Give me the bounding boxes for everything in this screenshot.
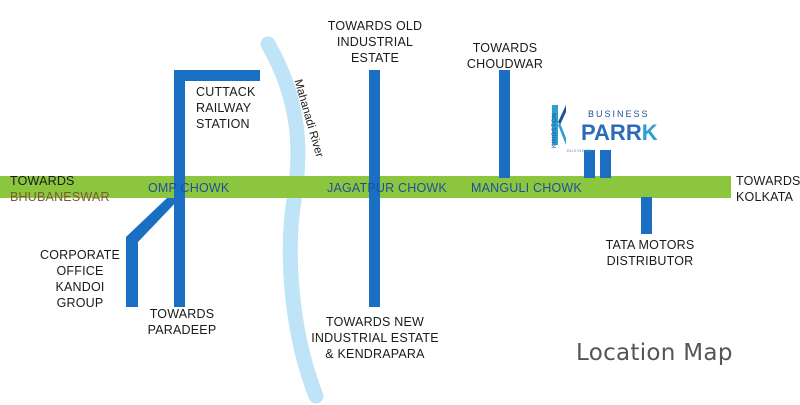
logo-kingston-text: KINGSTON [552, 112, 558, 148]
road-jagatpur-vertical [369, 70, 380, 307]
road-business-park-2 [600, 150, 611, 178]
label-choudwar: TOWARDS CHOUDWAR [466, 41, 544, 71]
road-choudwar [499, 70, 510, 178]
kingston-business-parrk-logo: KINGSTON BUSINESS PARRK BUSINESS [551, 104, 658, 162]
mahanadi-river [260, 36, 324, 404]
road-tata-motors [641, 197, 652, 234]
map-title: Location Map [576, 340, 733, 366]
chowk-label-jagatpur: JAGATPUR CHOWK [327, 181, 447, 195]
label-towards-bhubaneswar: TOWARDS BHUBANESWAR [10, 173, 110, 205]
logo-subtext: BUSINESS [567, 148, 592, 153]
road-cuttack-station [174, 70, 260, 81]
logo-parrk-text: PARRK [581, 120, 658, 146]
chowk-label-omp: OMP CHOWK [148, 181, 230, 195]
logo-k-mark-icon [552, 105, 566, 145]
label-cuttack-station: CUTTACK RAILWAY STATION [196, 85, 256, 131]
label-towards-kolkata: TOWARDS KOLKATA [736, 174, 800, 204]
label-new-industrial: TOWARDS NEW INDUSTRIAL ESTATE & KENDRAPA… [311, 315, 439, 361]
label-old-industrial: TOWARDS OLD INDUSTRIAL ESTATE [327, 19, 423, 65]
logo-parrk-main: PARR [581, 120, 642, 145]
road-business-park-1 [584, 150, 595, 178]
logo-parrk-end: K [641, 120, 658, 145]
logo-business-text: BUSINESS [588, 109, 650, 119]
label-paradeep: TOWARDS PARADEEP [147, 307, 217, 337]
road-corporate-office [126, 198, 180, 307]
label-corporate-office: CORPORATE OFFICE KANDOI GROUP [39, 248, 121, 310]
label-tata-motors: TATA MOTORS DISTRIBUTOR [605, 238, 695, 268]
road-omp-vertical [174, 70, 185, 307]
chowk-label-manguli: MANGULI CHOWK [471, 181, 582, 195]
label-towards-bhubaneswar-line2: BHUBANESWAR [10, 190, 110, 204]
label-towards-bhubaneswar-line1: TOWARDS [10, 174, 75, 188]
